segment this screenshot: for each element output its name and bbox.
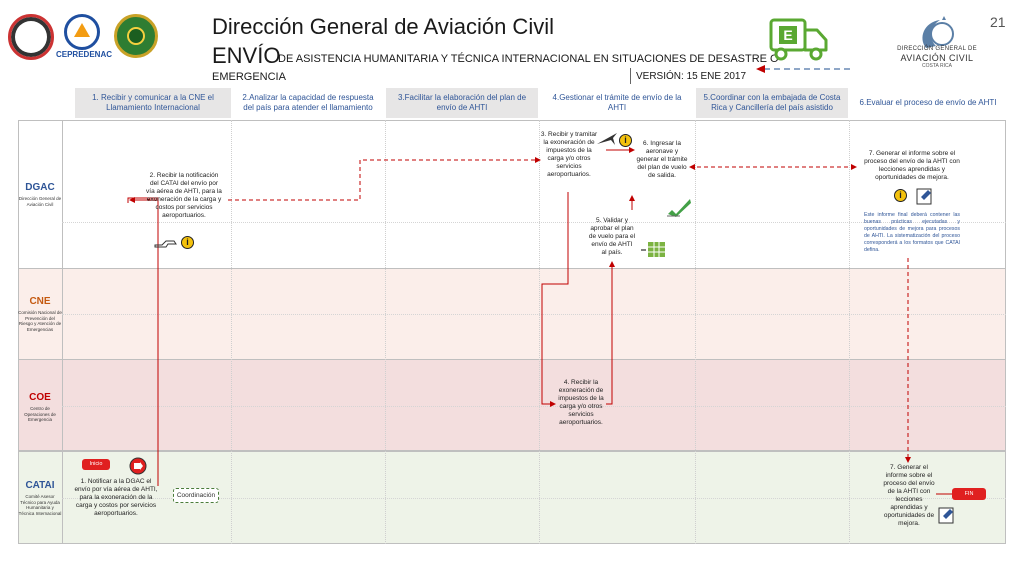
- step-1-catai: 1. Notificar a la DGAC el envío por vía …: [74, 478, 158, 517]
- swimlane-area: [18, 120, 1006, 544]
- lane-label-catai: CATAI Comité Asesor Técnico para Ayuda H…: [18, 480, 62, 516]
- lane-desc-cne: Comisión Nacional de Prevención del Ries…: [18, 310, 62, 332]
- truck-icon: E: [769, 18, 828, 61]
- cepredenac-logo-text: CEPREDENAC: [55, 50, 112, 59]
- lane-code-coe: COE: [29, 392, 51, 403]
- cne-logo: [8, 14, 54, 60]
- aviacion-logo-line1: DIRECCIÓN GENERAL DE: [897, 46, 977, 52]
- coe-logo: [114, 14, 158, 58]
- info-icon: i: [181, 236, 194, 249]
- page-number: 21: [990, 14, 1006, 30]
- info-icon: i: [894, 189, 907, 202]
- row-divider: [62, 314, 1006, 315]
- page-title: Dirección General de Aviación Civil: [212, 14, 554, 39]
- lane-label-divider: [62, 120, 63, 544]
- column-divider: [849, 120, 850, 544]
- lane-label-cne: CNE Comisión Nacional de Prevención del …: [18, 296, 62, 332]
- column-divider: [539, 120, 540, 544]
- coordination-legend: Coordinación: [173, 488, 219, 503]
- row-divider: [62, 406, 1006, 407]
- lane-label-dgac: DGAC Dirección General de Aviación Civil: [18, 182, 62, 207]
- phase-4-header: 4.Gestionar el trámite de envío de la AH…: [552, 93, 682, 112]
- version-label: VERSIÓN: 15 ENE 2017: [636, 71, 747, 82]
- lane-coe: [18, 359, 1006, 451]
- step-3-dgac: 3. Recibir y tramitar la exoneración de …: [540, 131, 598, 178]
- aviacion-civil-logo: [922, 16, 954, 48]
- cepredenac-logo: [64, 14, 100, 50]
- info-icon: i: [619, 134, 632, 147]
- page-subtitle-main: ENVÍO: [212, 43, 281, 68]
- step-7-catai: 7. Generar el informe sobre el proceso d…: [883, 464, 935, 527]
- lane-desc-dgac: Dirección General de Aviación Civil: [18, 196, 62, 207]
- lane-code-dgac: DGAC: [25, 182, 55, 193]
- document-pen-icon: [916, 188, 932, 205]
- aviacion-logo-line2: AVIACIÓN CIVIL: [900, 53, 974, 63]
- connector-4-to-5: [606, 261, 615, 405]
- column-divider: [385, 120, 386, 544]
- lane-label-coe: COE Centro de Operaciones de Emergencia: [18, 392, 62, 423]
- step-6-dgac: 6. Ingresar la aeronave y generar el trá…: [636, 140, 688, 179]
- dashed-arrow-icon: [756, 65, 854, 73]
- row-divider: [62, 498, 1006, 499]
- airplane-icon: [597, 133, 617, 145]
- truck-letter: E: [783, 27, 792, 43]
- phase-1-header: 1. Recibir y comunicar a la CNE el Llama…: [75, 88, 231, 118]
- phase-2-header: 2.Analizar la capacidad de respuesta del…: [242, 93, 374, 112]
- step-7-dgac: 7. Generar el informe sobre el proceso d…: [864, 150, 960, 181]
- handover-icon: [154, 240, 177, 248]
- lane-desc-catai: Comité Asesor Técnico para Ayuda Humanit…: [18, 494, 62, 516]
- step-2-dgac: 2. Recibir la notificación del CATAI del…: [146, 172, 222, 219]
- lane-code-cne: CNE: [29, 296, 51, 307]
- start-marker: Inicio: [82, 459, 110, 470]
- aviacion-logo-line3: COSTA RICA: [922, 63, 952, 69]
- alarm-bell-icon: [129, 457, 147, 475]
- column-divider: [231, 120, 232, 544]
- connector-2-to-3: [228, 157, 541, 201]
- phase-6-header: 6.Evaluar el proceso de envío de AHTI: [859, 98, 997, 107]
- page-subtitle-line2: EMERGENCIA: [212, 71, 286, 83]
- page-subtitle-rest: DE ASISTENCIA HUMANITARIA Y TÉCNICA INTE…: [278, 53, 779, 65]
- end-marker: FIN: [952, 488, 986, 500]
- column-divider: [695, 120, 696, 544]
- phase-5-header: 5.Coordinar con la embajada de Costa Ric…: [696, 88, 848, 118]
- checkmark-icon: [667, 199, 691, 217]
- lane-desc-coe: Centro de Operaciones de Emergencia: [24, 406, 56, 422]
- dgac-final-note: Este informe final deberá contener las b…: [864, 212, 960, 253]
- connector-3-to-4: [541, 192, 569, 407]
- phase-3-header: 3.Facilitar la elaboración del plan de e…: [386, 88, 538, 118]
- version-divider: [630, 68, 631, 84]
- row-divider: [62, 222, 1006, 223]
- lane-code-catai: CATAI: [25, 480, 55, 491]
- calendar-icon: [641, 242, 665, 257]
- step-4-coe: 4. Recibir la exoneración de impuestos d…: [558, 379, 604, 426]
- step-5-dgac: 5. Validar y aprobar el plan de vuelo pa…: [588, 217, 636, 256]
- document-pen-icon: [938, 507, 954, 524]
